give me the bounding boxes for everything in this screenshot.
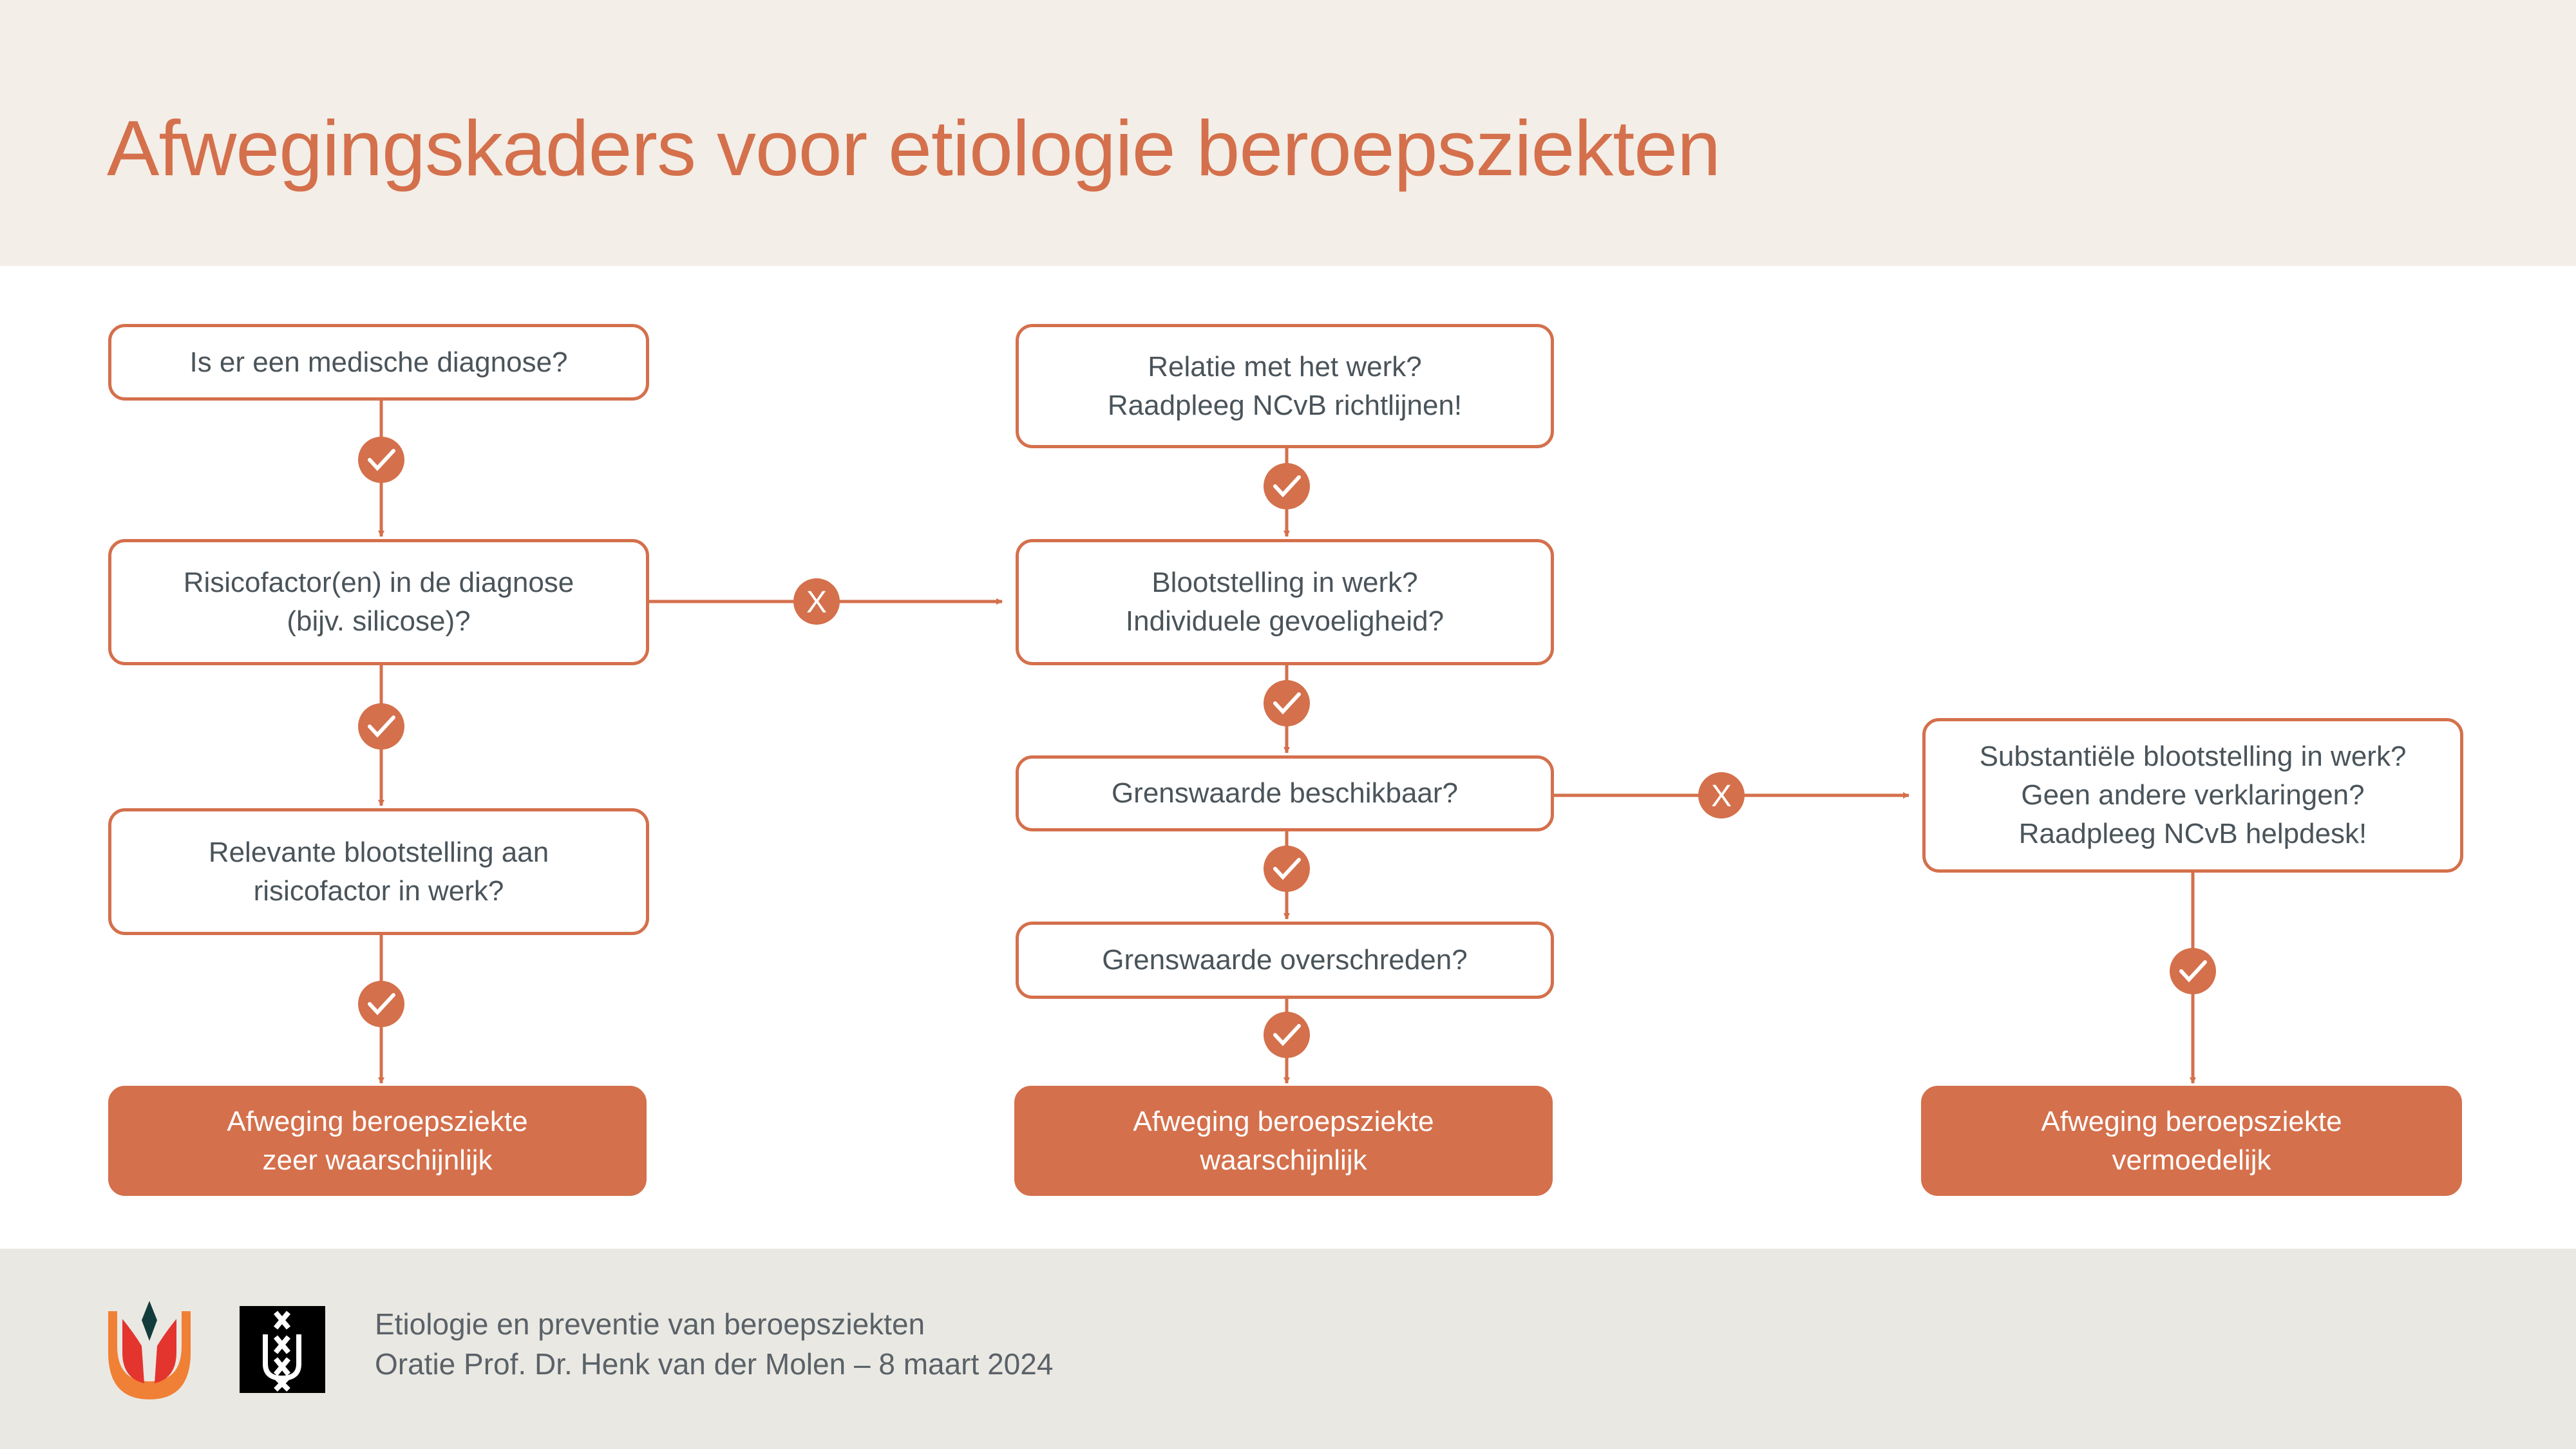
step-text: Blootstelling in werk? (1151, 567, 1418, 598)
footer-subtitle: Etiologie en preventie van beroepsziekte… (375, 1307, 925, 1341)
footer-event: Oratie Prof. Dr. Henk van der Molen – 8 … (375, 1347, 1054, 1381)
step-text: risicofactor in werk? (253, 875, 504, 907)
result-likely: Afweging beroepsziekte waarschijnlijk (1014, 1086, 1553, 1196)
no-marker: X (793, 578, 840, 625)
step-risk-factors: Risicofactor(en) in de diagnose (bijv. s… (108, 539, 649, 665)
header-band: Afwegingskaders voor etiologie beroepszi… (0, 0, 2576, 266)
step-text: Relevante blootstelling aan (208, 836, 549, 868)
check-icon (1264, 846, 1310, 892)
check-icon (358, 437, 404, 483)
step-text: Substantiële blootstelling in werk? (1979, 741, 2407, 772)
step-text: (bijv. silicose)? (287, 605, 471, 637)
step-relevant-exposure: Relevante blootstelling aan risicofactor… (108, 808, 649, 935)
step-text: Geen andere verklaringen? (2021, 779, 2365, 811)
step-limit-available: Grenswaarde beschikbaar? (1016, 755, 1554, 831)
step-text: Raadpleeg NCvB helpdesk! (2018, 818, 2367, 849)
no-marker: X (1698, 772, 1745, 819)
check-icon (1264, 1012, 1310, 1058)
check-icon (1264, 463, 1310, 509)
step-medical-diagnosis: Is er een medische diagnose? (108, 324, 649, 401)
step-exposure-sensitivity: Blootstelling in werk? Individuele gevoe… (1016, 539, 1554, 665)
page-title: Afwegingskaders voor etiologie beroepszi… (107, 104, 1721, 192)
result-very-likely: Afweging beroepsziekte zeer waarschijnli… (108, 1086, 647, 1196)
check-icon (358, 981, 404, 1027)
footer-band: Etiologie en preventie van beroepsziekte… (0, 1249, 2576, 1449)
step-text: Risicofactor(en) in de diagnose (183, 567, 574, 598)
check-icon (358, 703, 404, 750)
uva-logo (240, 1306, 325, 1393)
step-text: Raadpleeg NCvB richtlijnen! (1107, 389, 1463, 421)
result-text: zeer waarschijnlijk (262, 1144, 493, 1176)
step-text: Relatie met het werk? (1148, 350, 1422, 383)
step-text: Is er een medische diagnose? (189, 346, 568, 378)
result-text: waarschijnlijk (1200, 1144, 1367, 1176)
check-icon (2170, 948, 2216, 994)
result-presumed: Afweging beroepsziekte vermoedelijk (1921, 1086, 2462, 1196)
step-text: Grenswaarde beschikbaar? (1111, 777, 1459, 809)
no-label: X (806, 585, 827, 620)
check-icon (1264, 680, 1310, 726)
no-label: X (1711, 779, 1732, 813)
tulip-logo (108, 1301, 191, 1399)
result-text: Afweging beroepsziekte (1133, 1105, 1434, 1137)
step-work-relation: Relatie met het werk? Raadpleeg NCvB ric… (1016, 324, 1554, 448)
result-text: vermoedelijk (2112, 1144, 2271, 1176)
step-limit-exceeded: Grenswaarde overschreden? (1016, 922, 1554, 999)
result-text: Afweging beroepsziekte (2041, 1105, 2342, 1137)
step-text: Individuele gevoeligheid? (1125, 605, 1444, 637)
result-text: Afweging beroepsziekte (227, 1105, 528, 1137)
step-text: Grenswaarde overschreden? (1102, 944, 1468, 976)
step-substantial-exposure: Substantiële blootstelling in werk? Geen… (1922, 718, 2463, 873)
